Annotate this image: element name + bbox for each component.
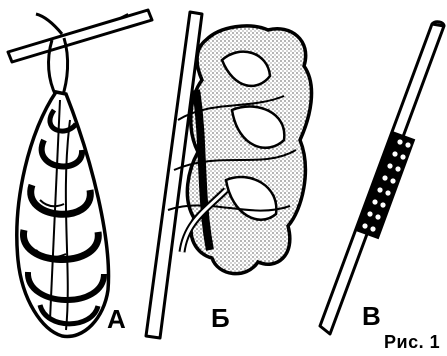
bait-b-drawing xyxy=(146,12,312,338)
bait-v-drawing xyxy=(320,22,444,334)
figure-caption: Рис. 1 xyxy=(384,333,440,351)
bait-a-drawing xyxy=(8,10,152,336)
figure-label-v: В xyxy=(362,303,381,329)
figure-label-a: А xyxy=(107,306,126,332)
figure-label-b: Б xyxy=(211,305,230,331)
